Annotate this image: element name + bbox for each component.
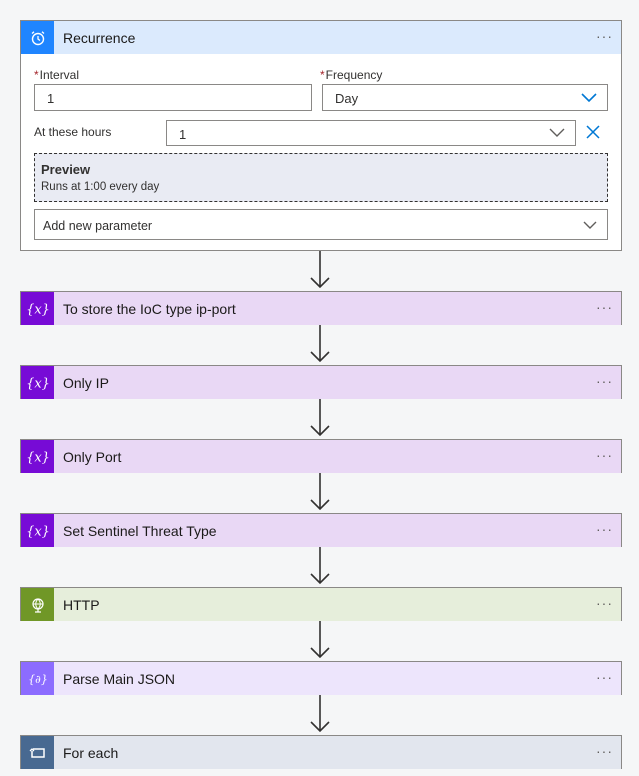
remove-icon[interactable]: [586, 125, 600, 139]
step-title: For each: [63, 744, 119, 761]
variable-icon: {x}: [21, 292, 54, 325]
variable-icon: {x}: [21, 366, 54, 399]
svg-text:{x}: {x}: [27, 376, 49, 391]
step-header[interactable]: {x} Only Port ···: [21, 440, 621, 473]
chevron-down-icon: [583, 221, 597, 229]
step-title: HTTP: [63, 596, 100, 613]
step-card[interactable]: {x} Only Port ···: [20, 439, 622, 473]
svg-text:{x}: {x}: [27, 450, 49, 465]
step-card[interactable]: {x} Only IP ···: [20, 365, 622, 399]
data-operation-icon: {∂}: [21, 662, 54, 695]
interval-label: *Interval: [34, 68, 80, 82]
flow-arrow: [310, 695, 330, 735]
step-card[interactable]: For each ···: [20, 735, 622, 769]
more-options-button[interactable]: ···: [596, 28, 613, 44]
more-options-button[interactable]: ···: [596, 743, 613, 759]
flow-arrow: [310, 325, 330, 365]
step-title: To store the IoC type ip-port: [63, 300, 236, 317]
more-options-button[interactable]: ···: [596, 595, 613, 611]
step-card[interactable]: HTTP ···: [20, 587, 622, 621]
globe-icon: [21, 588, 54, 621]
step-header[interactable]: HTTP ···: [21, 588, 621, 621]
flow-arrow: [310, 473, 330, 513]
chevron-down-icon: [549, 128, 565, 137]
more-options-button[interactable]: ···: [596, 299, 613, 315]
hours-select[interactable]: 1: [166, 120, 576, 146]
recurrence-title: Recurrence: [63, 29, 136, 46]
preview-text: Runs at 1:00 every day: [41, 181, 160, 193]
step-title: Parse Main JSON: [63, 670, 176, 687]
more-options-button[interactable]: ···: [596, 373, 613, 389]
frequency-select[interactable]: Day: [322, 84, 608, 111]
step-title: Set Sentinel Threat Type: [63, 522, 217, 539]
step-header[interactable]: {x} To store the IoC type ip-port ···: [21, 292, 621, 325]
loop-icon: [21, 736, 54, 769]
preview-box: Preview Runs at 1:00 every day: [34, 153, 608, 202]
step-title: Only IP: [63, 374, 109, 391]
step-header[interactable]: {∂} Parse Main JSON ···: [21, 662, 621, 695]
step-title: Only Port: [63, 448, 122, 465]
step-card[interactable]: {∂} Parse Main JSON ···: [20, 661, 622, 695]
preview-title: Preview: [41, 162, 91, 177]
frequency-label: *Frequency: [320, 68, 383, 82]
chevron-down-icon: [581, 93, 597, 103]
interval-input[interactable]: 1: [34, 84, 312, 111]
more-options-button[interactable]: ···: [596, 669, 613, 685]
flow-arrow: [310, 621, 330, 661]
step-header[interactable]: For each ···: [21, 736, 621, 769]
recurrence-header[interactable]: Recurrence ···: [21, 21, 621, 54]
flow-arrow: [310, 399, 330, 439]
recurrence-card: Recurrence ··· *Interval 1 *Frequency Da…: [20, 20, 622, 251]
step-card[interactable]: {x} To store the IoC type ip-port ···: [20, 291, 622, 325]
svg-text:{∂}: {∂}: [28, 673, 48, 686]
more-options-button[interactable]: ···: [596, 521, 613, 537]
step-header[interactable]: {x} Set Sentinel Threat Type ···: [21, 514, 621, 547]
flow-arrow: [310, 547, 330, 587]
flow-arrow: [310, 251, 330, 291]
add-new-parameter-select[interactable]: Add new parameter: [34, 209, 608, 240]
hours-label: At these hours: [34, 125, 112, 139]
step-card[interactable]: {x} Set Sentinel Threat Type ···: [20, 513, 622, 547]
variable-icon: {x}: [21, 514, 54, 547]
svg-text:{x}: {x}: [27, 302, 49, 317]
svg-text:{x}: {x}: [27, 524, 49, 539]
step-header[interactable]: {x} Only IP ···: [21, 366, 621, 399]
more-options-button[interactable]: ···: [596, 447, 613, 463]
alarm-clock-icon: [21, 21, 54, 54]
variable-icon: {x}: [21, 440, 54, 473]
